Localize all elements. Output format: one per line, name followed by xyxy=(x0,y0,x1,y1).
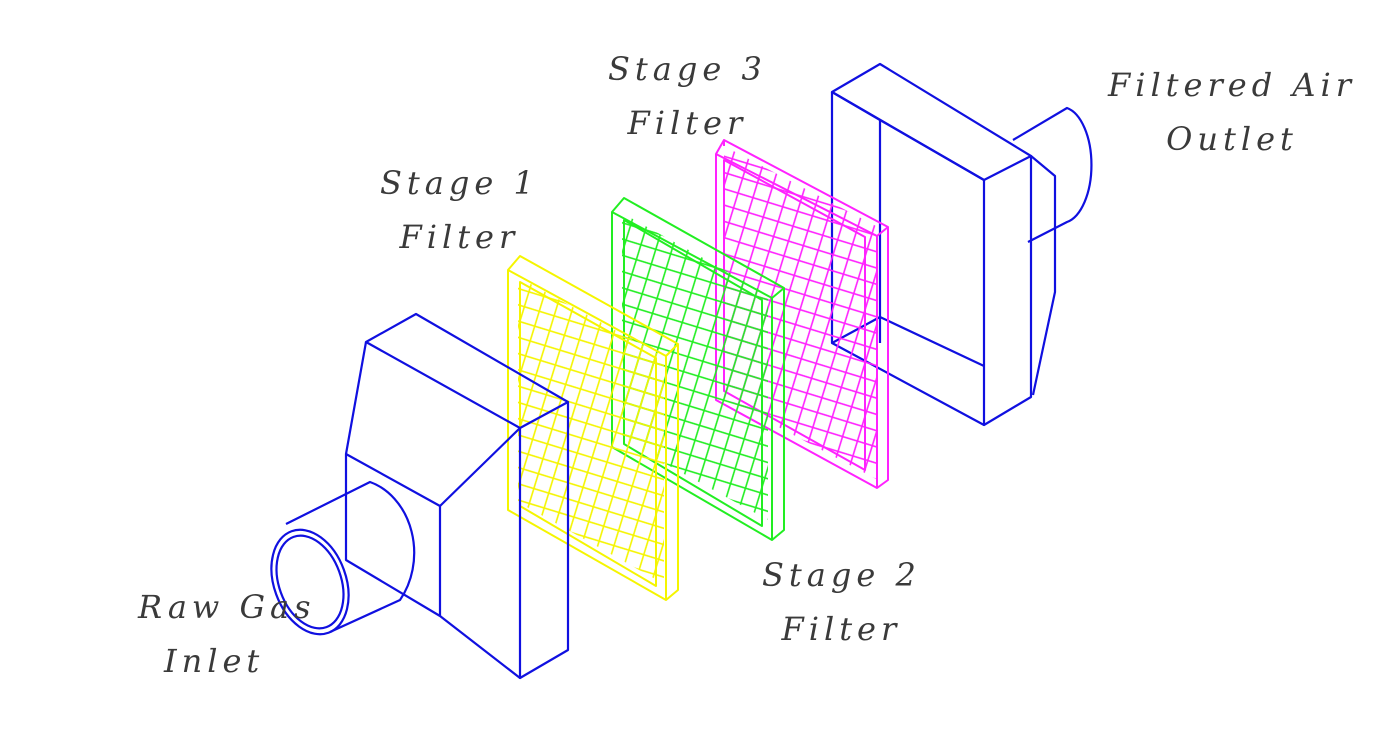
outlet-taper xyxy=(1030,155,1057,396)
outlet-pipe xyxy=(1012,106,1093,243)
label-inlet-line1: Raw Gas xyxy=(138,588,316,626)
label-outlet-line1: Filtered Air xyxy=(1108,66,1356,104)
label-stage3-filter: Stage 3 Filter xyxy=(608,42,767,150)
outlet-box xyxy=(830,62,1033,182)
label-stage2-filter: Stage 2 Filter xyxy=(762,548,921,656)
inlet-housing xyxy=(270,312,570,680)
label-filtered-air-outlet: Filtered Air Outlet xyxy=(1108,58,1356,166)
inlet-pipe xyxy=(285,480,416,634)
label-stage1-line1: Stage 1 xyxy=(380,164,539,202)
label-outlet-line2: Outlet xyxy=(1166,120,1298,158)
label-stage1-line2: Filter xyxy=(399,218,520,256)
label-stage3-line1: Stage 3 xyxy=(608,50,767,88)
label-stage2-line1: Stage 2 xyxy=(762,556,921,594)
label-raw-gas-inlet: Raw Gas Inlet xyxy=(138,580,316,688)
label-stage3-line2: Filter xyxy=(627,104,748,142)
label-inlet-line2: Inlet xyxy=(164,642,265,680)
label-stage1-filter: Stage 1 Filter xyxy=(380,156,539,264)
label-stage2-line2: Filter xyxy=(781,610,902,648)
